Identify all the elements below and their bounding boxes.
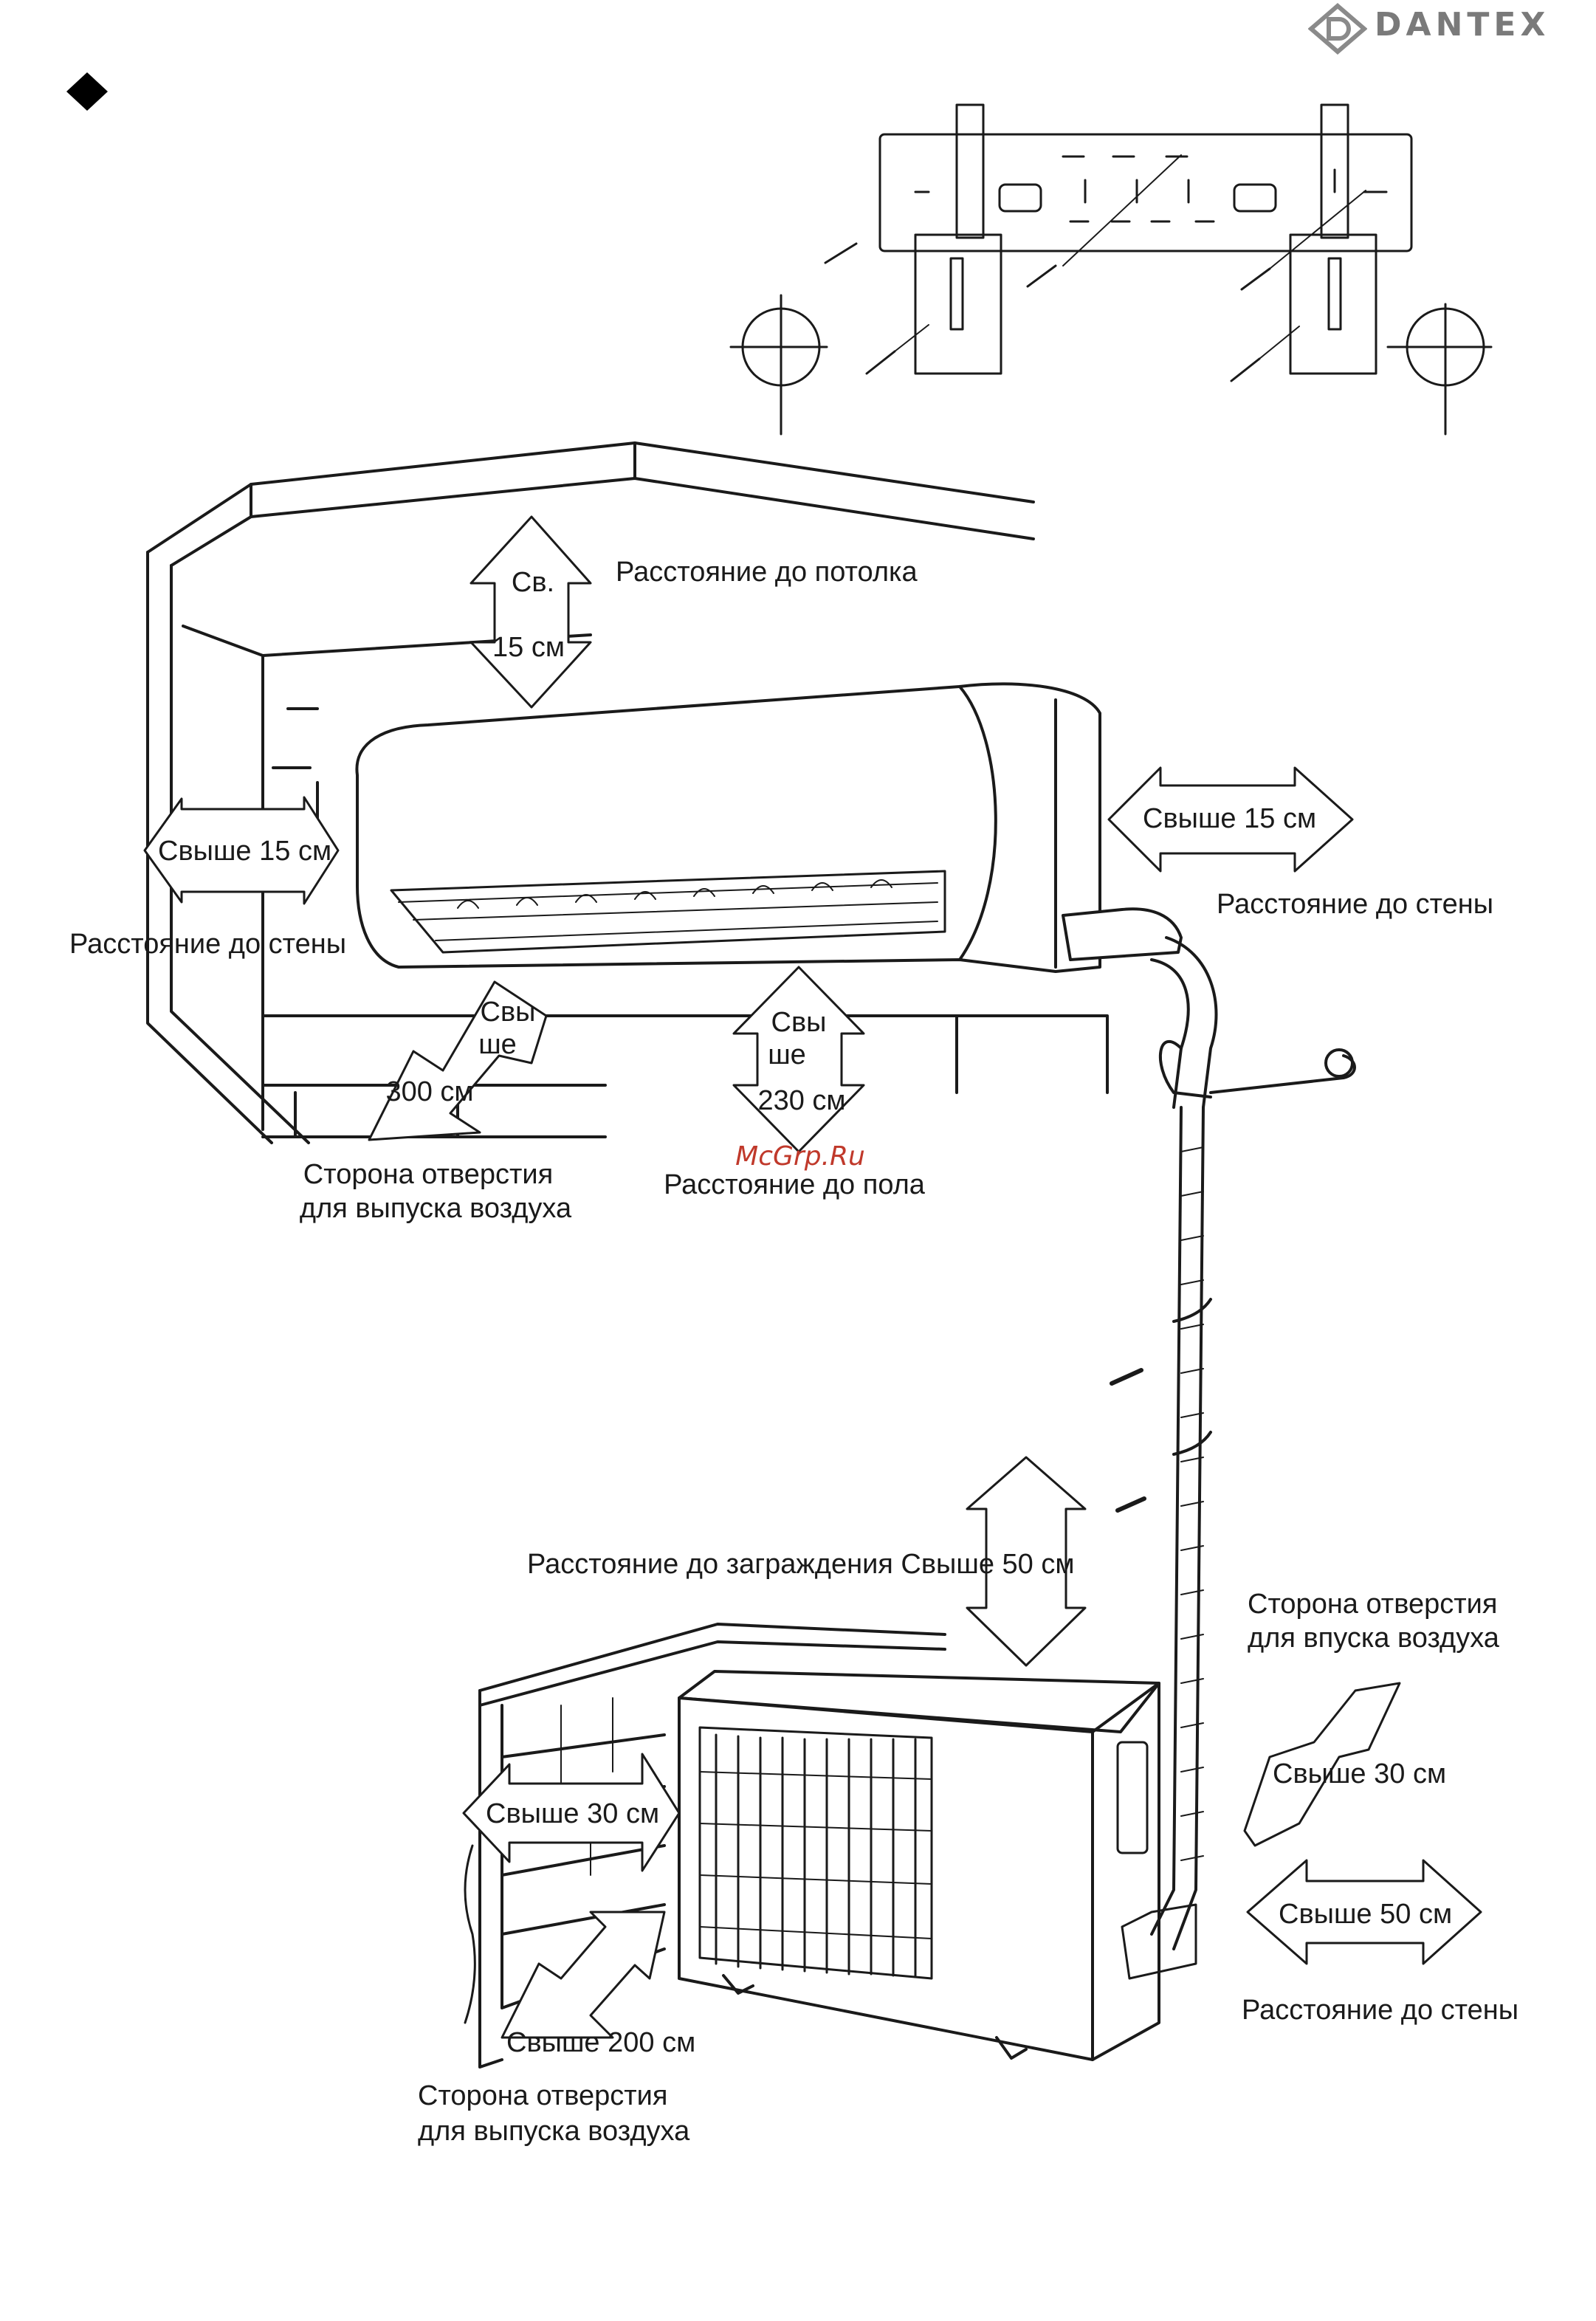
side-arrow-text-1: Свы bbox=[480, 997, 536, 1028]
mounting-plate bbox=[824, 103, 1413, 382]
ceiling-arrow-bottom-text: 15 см bbox=[492, 632, 565, 663]
room-walls bbox=[146, 441, 1109, 1144]
indoor-left-wall-label: Расстояние до стены bbox=[69, 929, 347, 960]
outdoor-outlet-label-1: Сторона отверстия bbox=[418, 2080, 668, 2111]
arrow-outdoor-inlet bbox=[1243, 1682, 1401, 1847]
floor-arrow-text-2: ше bbox=[768, 1039, 806, 1070]
side-outlet-label-2: для выпуска воздуха bbox=[299, 1193, 572, 1224]
arrow-outdoor-front bbox=[501, 1911, 666, 2039]
side-arrow-text-2: ше bbox=[478, 1029, 517, 1060]
inlet-label-2: для впуска воздуха bbox=[1248, 1623, 1499, 1654]
barrier-distance-label: Расстояние до заграждения Свыше 50 см bbox=[527, 1549, 1075, 1580]
arrow-outdoor-right bbox=[1246, 1859, 1482, 1965]
bullet-diamond-icon bbox=[66, 72, 108, 111]
side-arrow-text-3: 300 см bbox=[385, 1076, 474, 1107]
dantex-logo-icon bbox=[1308, 3, 1367, 55]
arrow-side-outlet bbox=[368, 980, 548, 1141]
refrigerant-hose bbox=[1150, 936, 1356, 1950]
crosshair-right-icon bbox=[1386, 303, 1493, 436]
indoor-unit bbox=[355, 682, 1183, 973]
screw-icon bbox=[1115, 1496, 1146, 1513]
screw-icon bbox=[1110, 1368, 1143, 1386]
indoor-left-arrow-text: Свыше 15 см bbox=[158, 836, 332, 867]
outdoor-left-arrow-text: Свыше 30 см bbox=[486, 1798, 660, 1829]
inlet-label-1: Сторона отверстия bbox=[1248, 1589, 1498, 1620]
arrow-right-wall bbox=[1107, 766, 1354, 873]
outdoor-right-wall-label: Расстояние до стены bbox=[1242, 1995, 1519, 2026]
brand-name: DANTEX bbox=[1375, 6, 1550, 44]
ceiling-arrow-top-text: Св. bbox=[511, 567, 555, 598]
outdoor-front-arrow-text: Свыше 200 см bbox=[506, 2027, 696, 2058]
ceiling-distance-label: Расстояние до потолка bbox=[616, 557, 918, 588]
arrow-ceiling bbox=[469, 515, 592, 709]
arrow-floor bbox=[732, 966, 865, 1153]
outdoor-right-arrow-text: Свыше 50 см bbox=[1279, 1899, 1453, 1930]
outdoor-unit bbox=[678, 1670, 1197, 2061]
indoor-right-wall-label: Расстояние до стены bbox=[1217, 889, 1494, 920]
inlet-arrow-text: Свыше 30 см bbox=[1273, 1758, 1447, 1789]
arrow-left-wall bbox=[143, 796, 340, 905]
arrow-outdoor-left bbox=[462, 1753, 681, 1872]
floor-arrow-text-1: Свы bbox=[771, 1007, 827, 1038]
outdoor-outlet-label-2: для выпуска воздуха bbox=[418, 2116, 690, 2147]
indoor-right-arrow-text: Свыше 15 см bbox=[1143, 803, 1317, 834]
side-outlet-label-1: Сторона отверстия bbox=[303, 1159, 554, 1190]
watermark: McGrp.Ru bbox=[735, 1141, 865, 1172]
floor-distance-label: Расстояние до пола bbox=[664, 1169, 925, 1200]
floor-arrow-text-3: 230 см bbox=[757, 1085, 846, 1116]
arrow-barrier bbox=[966, 1456, 1087, 1667]
crosshair-left-icon bbox=[729, 294, 828, 436]
